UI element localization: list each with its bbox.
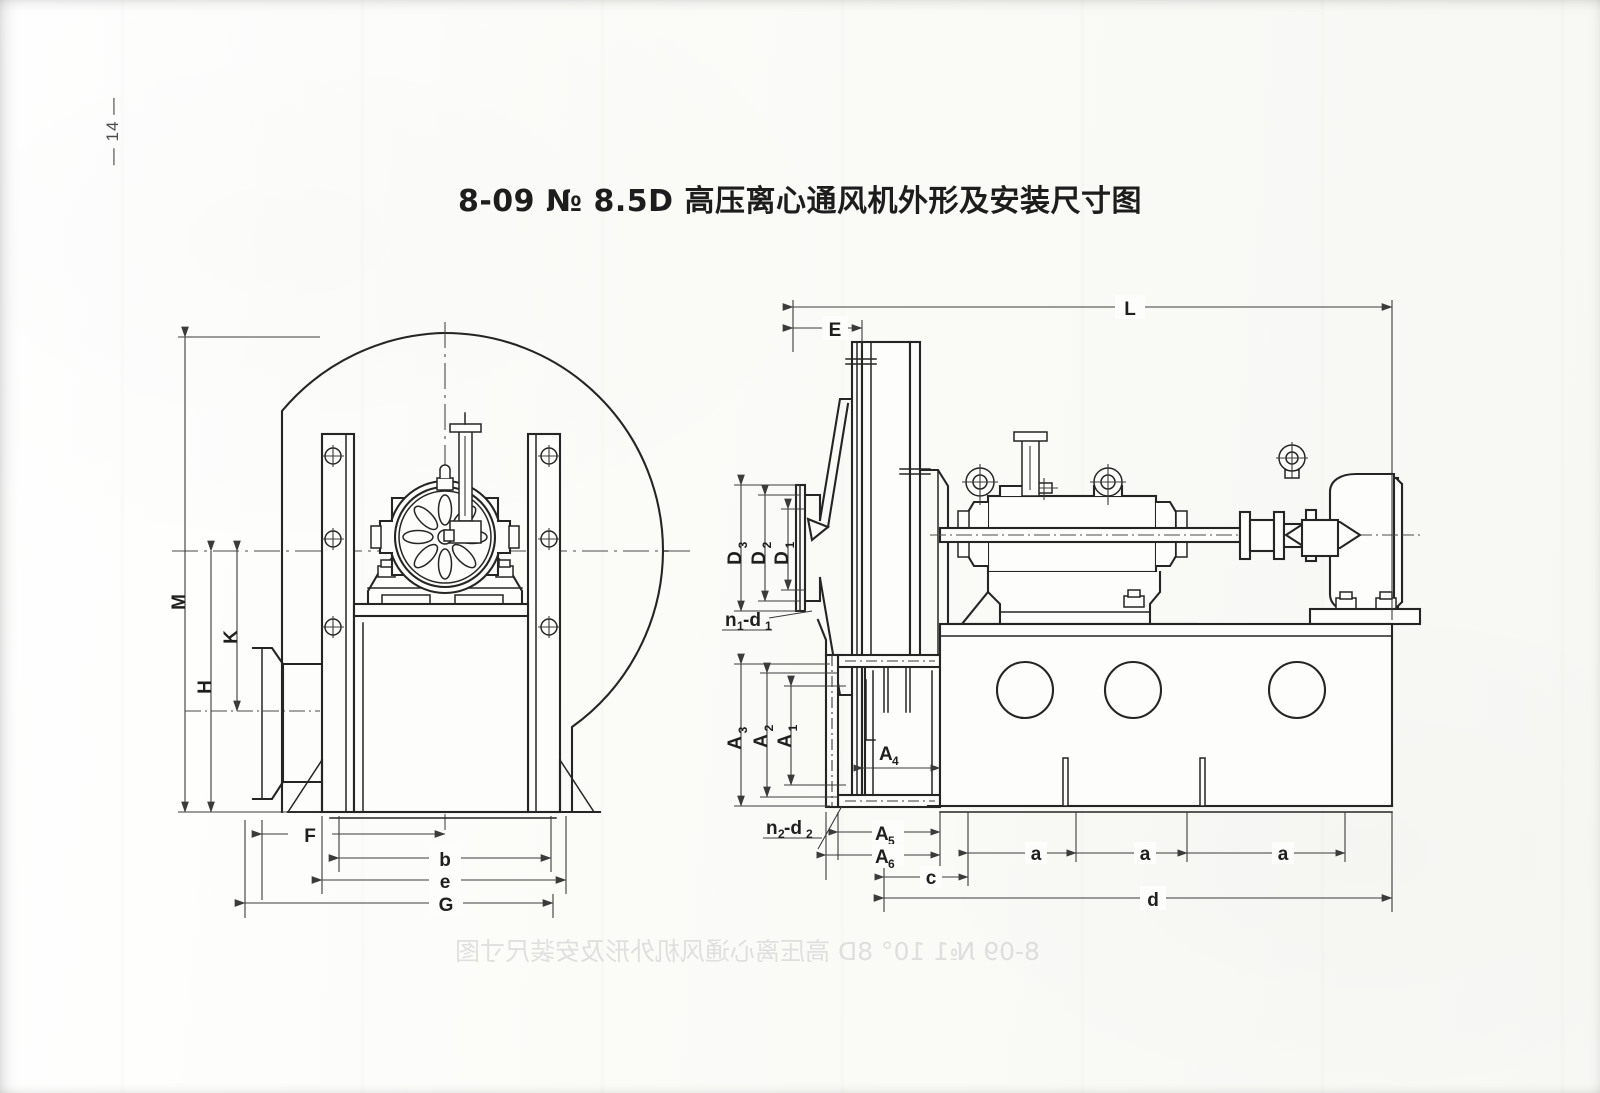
dim-label-a-2: a bbox=[1140, 844, 1151, 865]
right-view-side-elevation bbox=[794, 340, 1422, 813]
outlet-duct bbox=[816, 618, 942, 809]
dim-label-A1: A 1 bbox=[775, 724, 800, 748]
svg-text:1: 1 bbox=[786, 724, 800, 731]
page-title: 8-09 № 8.5D 高压离心通风机外形及安装尺寸图 bbox=[457, 184, 1143, 219]
column-bolt-right-3 bbox=[538, 616, 560, 638]
column-bolt-right-2 bbox=[538, 528, 560, 550]
svg-text:2: 2 bbox=[760, 541, 774, 548]
base-rib-2 bbox=[1199, 757, 1206, 807]
svg-text:A: A bbox=[875, 847, 889, 868]
svg-text:2: 2 bbox=[762, 724, 776, 731]
svg-text:1: 1 bbox=[783, 541, 797, 548]
svg-text:4: 4 bbox=[892, 754, 899, 768]
svg-text:n: n bbox=[725, 610, 737, 631]
dim-label-n1-d1: n 1 -d 1 bbox=[725, 610, 772, 633]
svg-text:1: 1 bbox=[737, 619, 744, 633]
dim-label-H: H bbox=[195, 680, 216, 694]
base-access-hole-2 bbox=[1103, 660, 1163, 720]
dim-label-L: L bbox=[1124, 299, 1136, 320]
right-view-dimensions: L E D 3 D 2 D bbox=[722, 295, 1393, 912]
dim-label-e: e bbox=[440, 872, 451, 893]
svg-text:-d: -d bbox=[784, 818, 802, 839]
left-view-front-elevation bbox=[172, 322, 690, 830]
dim-label-D2: D 2 bbox=[749, 541, 774, 565]
dim-label-G: G bbox=[439, 895, 454, 916]
svg-text:A: A bbox=[775, 734, 796, 748]
dim-label-F: F bbox=[304, 826, 316, 847]
svg-text:2: 2 bbox=[778, 827, 785, 841]
dim-label-M: M bbox=[169, 594, 190, 610]
column-bolt-left-2 bbox=[322, 528, 344, 550]
dim-label-d: d bbox=[1147, 890, 1159, 911]
dim-label-A3: A 3 bbox=[725, 726, 750, 750]
dim-label-c: c bbox=[926, 868, 937, 889]
dim-label-A4: A 4 bbox=[879, 744, 899, 768]
svg-text:-d: -d bbox=[743, 610, 761, 631]
grease-nipple-left bbox=[436, 464, 454, 491]
svg-text:n: n bbox=[766, 818, 778, 839]
base-frame bbox=[926, 622, 1394, 813]
dim-label-A2: A 2 bbox=[751, 724, 776, 748]
svg-text:D: D bbox=[749, 551, 770, 565]
motor-terminal-box bbox=[1284, 518, 1362, 558]
dim-label-a-1: a bbox=[1031, 844, 1042, 865]
svg-text:1: 1 bbox=[765, 619, 772, 633]
base-rib-1 bbox=[1062, 757, 1069, 807]
inlet-cone-right bbox=[806, 397, 854, 697]
inlet-flange bbox=[794, 483, 822, 613]
svg-text:A: A bbox=[725, 736, 746, 750]
svg-text:A: A bbox=[751, 734, 772, 748]
bearing-cap-bolt-1 bbox=[962, 464, 998, 505]
svg-text:D: D bbox=[725, 551, 746, 565]
base-access-hole-1 bbox=[995, 660, 1055, 720]
dim-label-a-3: a bbox=[1278, 844, 1289, 865]
lifting-eye-motor bbox=[1276, 442, 1308, 479]
support-column-right bbox=[526, 432, 596, 814]
svg-text:3: 3 bbox=[736, 726, 750, 733]
svg-text:5: 5 bbox=[888, 834, 895, 848]
dim-label-E: E bbox=[829, 320, 842, 341]
bearing-cap-bolt-2 bbox=[1090, 464, 1126, 505]
column-bolt-left-1 bbox=[322, 445, 344, 467]
dim-label-D3: D 3 bbox=[725, 541, 750, 565]
support-column-left bbox=[286, 432, 356, 814]
column-bolt-left-3 bbox=[322, 616, 344, 638]
svg-text:A: A bbox=[875, 824, 889, 845]
svg-text:6: 6 bbox=[888, 857, 895, 871]
oil-level-tube bbox=[443, 412, 482, 544]
svg-text:D: D bbox=[772, 551, 793, 565]
dim-label-A5: A 5 bbox=[875, 824, 895, 848]
dim-label-A6: A 6 bbox=[875, 847, 895, 871]
casing-body-left bbox=[352, 612, 530, 814]
electric-motor bbox=[1276, 442, 1422, 626]
base-rail-left bbox=[286, 810, 602, 819]
svg-text:3: 3 bbox=[736, 541, 750, 548]
column-bolt-right-1 bbox=[538, 445, 560, 467]
dim-label-n2-d2: n 2 -d 2 bbox=[766, 818, 813, 841]
dim-label-K: K bbox=[221, 630, 242, 644]
left-view-dimensions: M H K F b e bbox=[169, 326, 567, 918]
dim-label-D1: D 1 bbox=[772, 541, 797, 565]
svg-text:2: 2 bbox=[806, 827, 813, 841]
base-access-hole-3 bbox=[1267, 660, 1327, 720]
dim-label-b: b bbox=[439, 850, 451, 871]
svg-text:A: A bbox=[879, 744, 893, 765]
